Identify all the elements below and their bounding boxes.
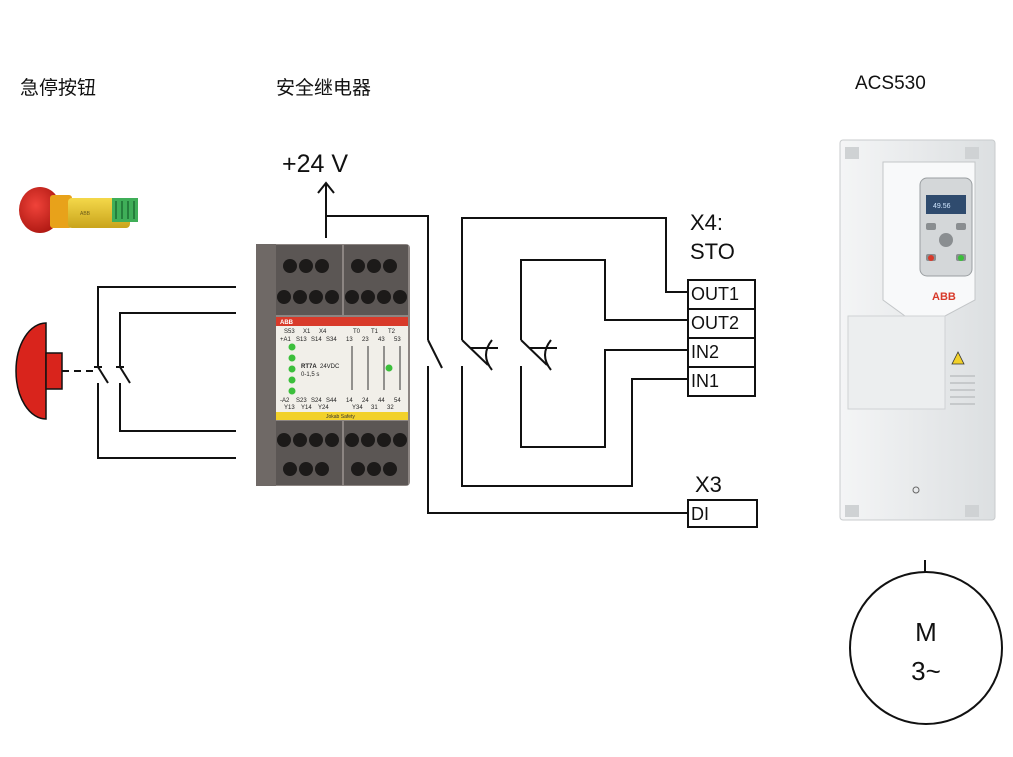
svg-text:S23: S23 xyxy=(296,398,307,404)
svg-text:S34: S34 xyxy=(326,337,337,343)
x4-label: X4: xyxy=(690,210,723,235)
svg-text:X1: X1 xyxy=(303,329,311,335)
svg-text:Y13: Y13 xyxy=(284,405,295,411)
svg-text:S14: S14 xyxy=(311,337,322,343)
svg-text:T1: T1 xyxy=(371,329,379,335)
x3-terminal-block: X3 DI xyxy=(687,472,758,528)
svg-text:44: 44 xyxy=(378,398,385,404)
svg-text:24: 24 xyxy=(362,398,369,404)
svg-text:RT7A: RT7A xyxy=(301,364,317,370)
svg-text:43: 43 xyxy=(378,337,385,343)
svg-text:23: 23 xyxy=(362,337,369,343)
estop-wiring xyxy=(94,286,236,459)
svg-text:54: 54 xyxy=(394,398,401,404)
supply-wiring xyxy=(317,181,688,514)
terminal-out1: OUT1 xyxy=(691,284,739,304)
svg-text:T0: T0 xyxy=(353,329,361,335)
svg-text:Y34: Y34 xyxy=(352,405,363,411)
terminal-di: DI xyxy=(691,504,709,524)
sto-wiring xyxy=(461,217,688,487)
drive-display: 49.56 xyxy=(933,203,951,210)
svg-text:24VDC: 24VDC xyxy=(320,364,340,370)
svg-text:X4: X4 xyxy=(319,329,327,335)
svg-text:Y14: Y14 xyxy=(301,405,312,411)
svg-text:Y24: Y24 xyxy=(318,405,329,411)
terminal-out2: OUT2 xyxy=(691,313,739,333)
safety-relay-device: ABB S53 X1 X4 T0 T1 T2 +A1 S13 S14 S34 1… xyxy=(256,244,410,486)
svg-text:+A1: +A1 xyxy=(280,337,292,343)
svg-text:13: 13 xyxy=(346,337,353,343)
svg-text:32: 32 xyxy=(387,405,394,411)
svg-text:31: 31 xyxy=(371,405,378,411)
drive-model-label: ACS530 xyxy=(855,73,926,94)
sto-label: STO xyxy=(690,239,735,264)
drive-device: 49.56 ABB xyxy=(839,139,996,521)
terminal-in2: IN2 xyxy=(691,342,719,362)
svg-text:14: 14 xyxy=(346,398,353,404)
svg-text:S44: S44 xyxy=(326,398,337,404)
motor-symbol: M 3~ xyxy=(849,560,1003,725)
motor-m-label: M xyxy=(915,617,937,647)
svg-text:-A2: -A2 xyxy=(280,398,290,404)
motor-phase-label: 3~ xyxy=(911,656,941,686)
estop-photo: ABB xyxy=(19,187,138,233)
svg-text:S24: S24 xyxy=(311,398,322,404)
estop-symbol xyxy=(15,322,95,420)
svg-text:S53: S53 xyxy=(284,329,295,335)
x3-label: X3 xyxy=(695,472,722,497)
drive-brand: ABB xyxy=(932,291,956,303)
svg-text:0-1,5 s: 0-1,5 s xyxy=(301,372,319,378)
safety-relay-label: 安全继电器 xyxy=(276,78,372,99)
svg-text:ABB: ABB xyxy=(80,211,91,217)
svg-text:Jokab Safety: Jokab Safety xyxy=(326,414,355,420)
x4-sto-terminal-block: X4: STO OUT1 OUT2 IN2 IN1 xyxy=(687,210,756,397)
estop-label: 急停按钮 xyxy=(20,78,97,99)
supply-label: +24 V xyxy=(282,150,348,178)
svg-text:S13: S13 xyxy=(296,337,307,343)
terminal-in1: IN1 xyxy=(691,371,719,391)
relay-brand: ABB xyxy=(280,320,294,326)
svg-text:T2: T2 xyxy=(388,329,396,335)
svg-text:53: 53 xyxy=(394,337,401,343)
